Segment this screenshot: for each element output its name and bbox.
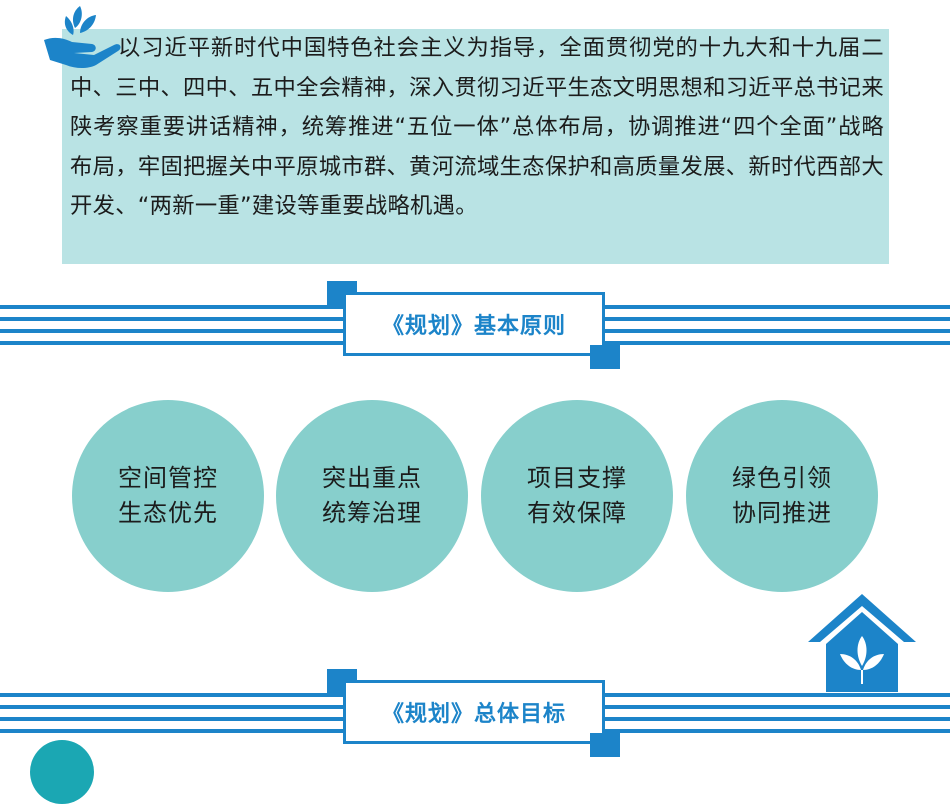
intro-text: 以习近平新时代中国特色社会主义为指导，全面贯彻党的十九大和十九届二中、三中、四中… (70, 35, 884, 219)
intro-box (62, 29, 889, 264)
house-leaf-icon (808, 594, 916, 692)
leaf-hand-icon (44, 6, 121, 68)
principle-circle-4: 绿色引领 协同推进 (686, 400, 878, 592)
principle-circle-3: 项目支撑 有效保障 (481, 400, 673, 592)
principle-line: 生态优先 (118, 499, 218, 527)
principles-title-box: 《规划》基本原则 (343, 292, 605, 356)
goal-circle-partial (30, 740, 94, 804)
principle-line: 绿色引领 (732, 464, 832, 492)
principle-line: 统筹治理 (322, 499, 422, 527)
section-title-principles: 《规划》基本原则 (381, 314, 566, 339)
principle-line: 项目支撑 (527, 464, 627, 492)
principle-line: 突出重点 (322, 464, 422, 492)
corner-square-bottom (590, 345, 620, 369)
goals-title-box: 《规划》总体目标 (343, 680, 605, 744)
principle-line: 有效保障 (527, 499, 627, 527)
principle-circle-2: 突出重点 统筹治理 (276, 400, 468, 592)
section-title-goals: 《规划》总体目标 (381, 702, 566, 727)
principle-line: 协同推进 (732, 499, 832, 527)
corner-square-bottom (590, 733, 620, 757)
principle-line: 空间管控 (118, 464, 218, 492)
principle-circle-1: 空间管控 生态优先 (72, 400, 264, 592)
